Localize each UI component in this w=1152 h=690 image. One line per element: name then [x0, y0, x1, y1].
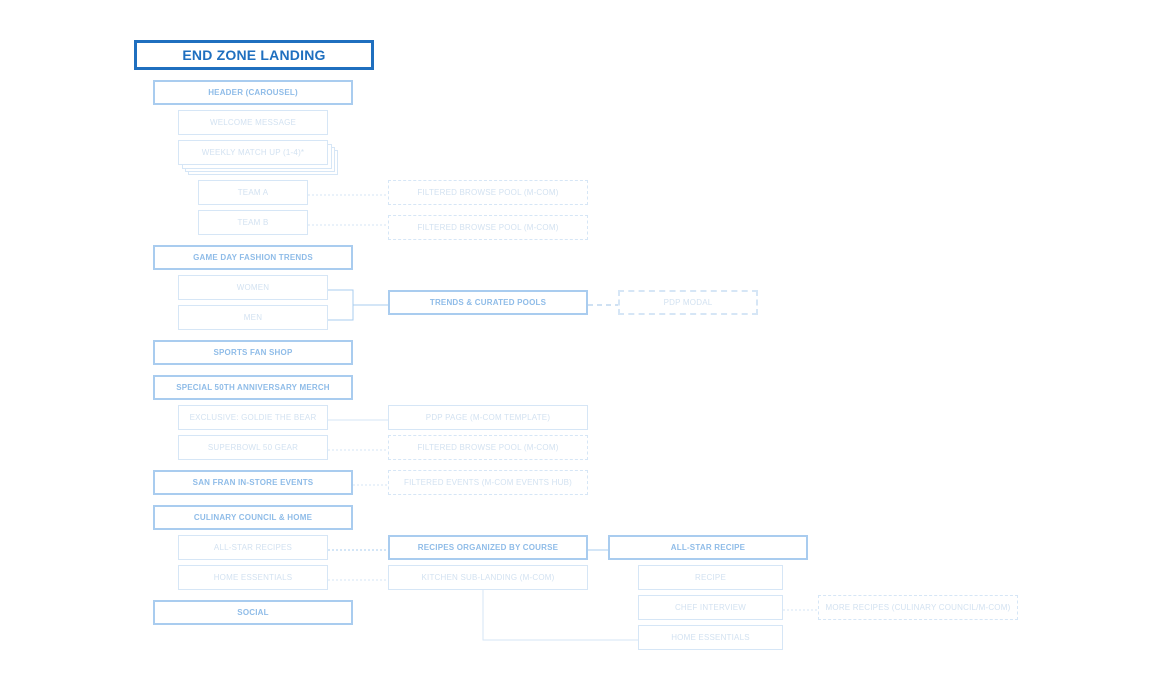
- all-star-recipes-node[interactable]: ALL-STAR RECIPES: [178, 535, 328, 560]
- welcome-message-node[interactable]: WELCOME MESSAGE: [178, 110, 328, 135]
- sports-fan-shop-node[interactable]: SPORTS FAN SHOP: [153, 340, 353, 365]
- recipe-node[interactable]: RECIPE: [638, 565, 783, 590]
- anniversary-merch-node[interactable]: SPECIAL 50TH ANNIVERSARY MERCH: [153, 375, 353, 400]
- chef-interview-node[interactable]: CHEF INTERVIEW: [638, 595, 783, 620]
- superbowl-gear-node[interactable]: SUPERBOWL 50 GEAR: [178, 435, 328, 460]
- social-node[interactable]: SOCIAL: [153, 600, 353, 625]
- culinary-council-node[interactable]: CULINARY COUNCIL & HOME: [153, 505, 353, 530]
- more-recipes-node[interactable]: MORE RECIPES (CULINARY COUNCIL/M-COM): [818, 595, 1018, 620]
- women-node[interactable]: WOMEN: [178, 275, 328, 300]
- recipes-by-course-node[interactable]: RECIPES ORGANIZED BY COURSE: [388, 535, 588, 560]
- end-zone-landing-title: END ZONE LANDING: [134, 40, 374, 70]
- filtered-pool-b-node[interactable]: FILTERED BROWSE POOL (M-COM): [388, 215, 588, 240]
- men-node[interactable]: MEN: [178, 305, 328, 330]
- pdp-page-node[interactable]: PDP PAGE (M-COM TEMPLATE): [388, 405, 588, 430]
- filtered-pool-a-node[interactable]: FILTERED BROWSE POOL (M-COM): [388, 180, 588, 205]
- weekly-matchup-node[interactable]: WEEKLY MATCH UP (1-4)*: [178, 140, 328, 165]
- filtered-events-node[interactable]: FILTERED EVENTS (M-COM EVENTS HUB): [388, 470, 588, 495]
- team-a-node[interactable]: TEAM A: [198, 180, 308, 205]
- pdp-modal-node[interactable]: PDP MODAL: [618, 290, 758, 315]
- team-b-node[interactable]: TEAM B: [198, 210, 308, 235]
- goldie-bear-node[interactable]: EXCLUSIVE: GOLDIE THE BEAR: [178, 405, 328, 430]
- game-day-fashion-node[interactable]: GAME DAY FASHION TRENDS: [153, 245, 353, 270]
- gear-filtered-pool-node[interactable]: FILTERED BROWSE POOL (M-COM): [388, 435, 588, 460]
- all-star-recipe-node[interactable]: ALL-STAR RECIPE: [608, 535, 808, 560]
- trends-curated-pools-node[interactable]: TRENDS & CURATED POOLS: [388, 290, 588, 315]
- home-essentials-node[interactable]: HOME ESSENTIALS: [178, 565, 328, 590]
- kitchen-sub-landing-node[interactable]: KITCHEN SUB-LANDING (M-COM): [388, 565, 588, 590]
- home-essentials-2-node[interactable]: HOME ESSENTIALS: [638, 625, 783, 650]
- header-carousel-node[interactable]: HEADER (CAROUSEL): [153, 80, 353, 105]
- in-store-events-node[interactable]: SAN FRAN IN-STORE EVENTS: [153, 470, 353, 495]
